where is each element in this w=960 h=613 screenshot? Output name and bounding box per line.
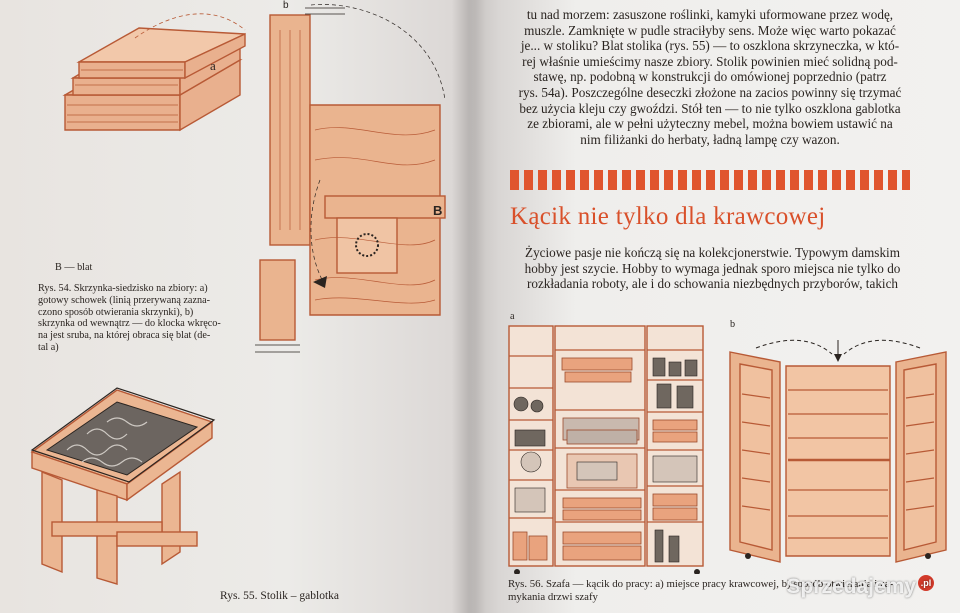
caption-line: Rys. 54. Skrzynka-siedzisko na zbiory: a… [38, 283, 208, 294]
fig54b-box-interior-illustration: b [255, 0, 446, 353]
fig55-caption: Rys. 55. Stolik – gablotka [220, 590, 340, 602]
svg-text:a: a [210, 58, 216, 73]
caption-line: Rys. 56. Szafa — kącik do pracy: a) miej… [508, 578, 894, 590]
fig56b-label: b [730, 319, 736, 330]
paragraph-line: rys. 54a). Poszczególne deseczki złożone… [518, 84, 902, 100]
fig54-legend: B — blat [55, 262, 93, 273]
paragraph-line: muszle. Zamknięte w pudle straciłyby sen… [524, 22, 896, 38]
paragraph-line: je... w stoliku? Blat stolika (rys. 55) … [520, 38, 900, 54]
board-label-b: B [433, 203, 443, 218]
fig54-caption: Rys. 54. Skrzynka-siedzisko na zbiory: a… [38, 283, 253, 354]
paragraph-line: nim filiżanki do herbaty, ładną lampę cz… [580, 131, 840, 147]
section-heading: Kącik nie tylko dla krawcowej [510, 203, 826, 230]
watermark-text: Sprzedajemy [786, 575, 916, 598]
paragraph-line: bez użycia kleju czy gwoździ. Stół ten —… [519, 100, 901, 116]
intro-paragraph: tu nad morzem: zasuszone roślinki, kamyk… [490, 7, 930, 147]
caption-line: czono sposób otwierania skrzynki), b) [38, 306, 194, 318]
caption-line: mykania drzwi szafy [508, 590, 598, 603]
caption-line: skrzynka od wewnątrz — do klocka wkręco- [38, 318, 221, 330]
book-gutter [452, 0, 486, 613]
section-divider-stripe [510, 170, 910, 190]
fig54a-box-illustration: a [62, 13, 246, 132]
caption-line: gotowy schowek (linią przerywaną zazna- [38, 294, 210, 306]
paragraph-line: Życiowe pasje nie kończą się na kolekcjo… [525, 245, 900, 260]
caption-line: tal a) [38, 341, 59, 353]
body-paragraph: Życiowe pasje nie kończą się na kolekcjo… [490, 245, 935, 292]
svg-text:b: b [283, 0, 289, 11]
caption-line: na jest sruba, na której obraca się blat… [38, 330, 211, 342]
fig55-display-table-illustration [30, 387, 216, 585]
fig56b-cabinet-doors-illustration [729, 339, 947, 563]
fig56a-label: a [510, 311, 515, 322]
paragraph-line: tu nad morzem: zasuszone roślinki, kamyk… [526, 7, 894, 22]
watermark-logo: Sprzedajemy.pl [786, 575, 934, 599]
paragraph-line: rej właśnie umieścimy nasze zbiory. Stol… [522, 53, 898, 69]
paragraph-line: ze zbiorami, ale w pełni użyteczny mebel… [527, 116, 893, 132]
watermark-badge: .pl [918, 575, 934, 591]
fig56-caption: Rys. 56. Szafa — kącik do pracy: a) miej… [508, 578, 893, 603]
paragraph-line: rozkładania roboty, ale i do schowania n… [526, 276, 899, 292]
paragraph-line: hobby jest szycie. Hobby to wymaga jedna… [524, 260, 901, 276]
paragraph-line: stawę, np. podobną w konstrukcji do omów… [533, 69, 887, 85]
fig56a-sewing-cabinet-illustration [508, 325, 704, 574]
